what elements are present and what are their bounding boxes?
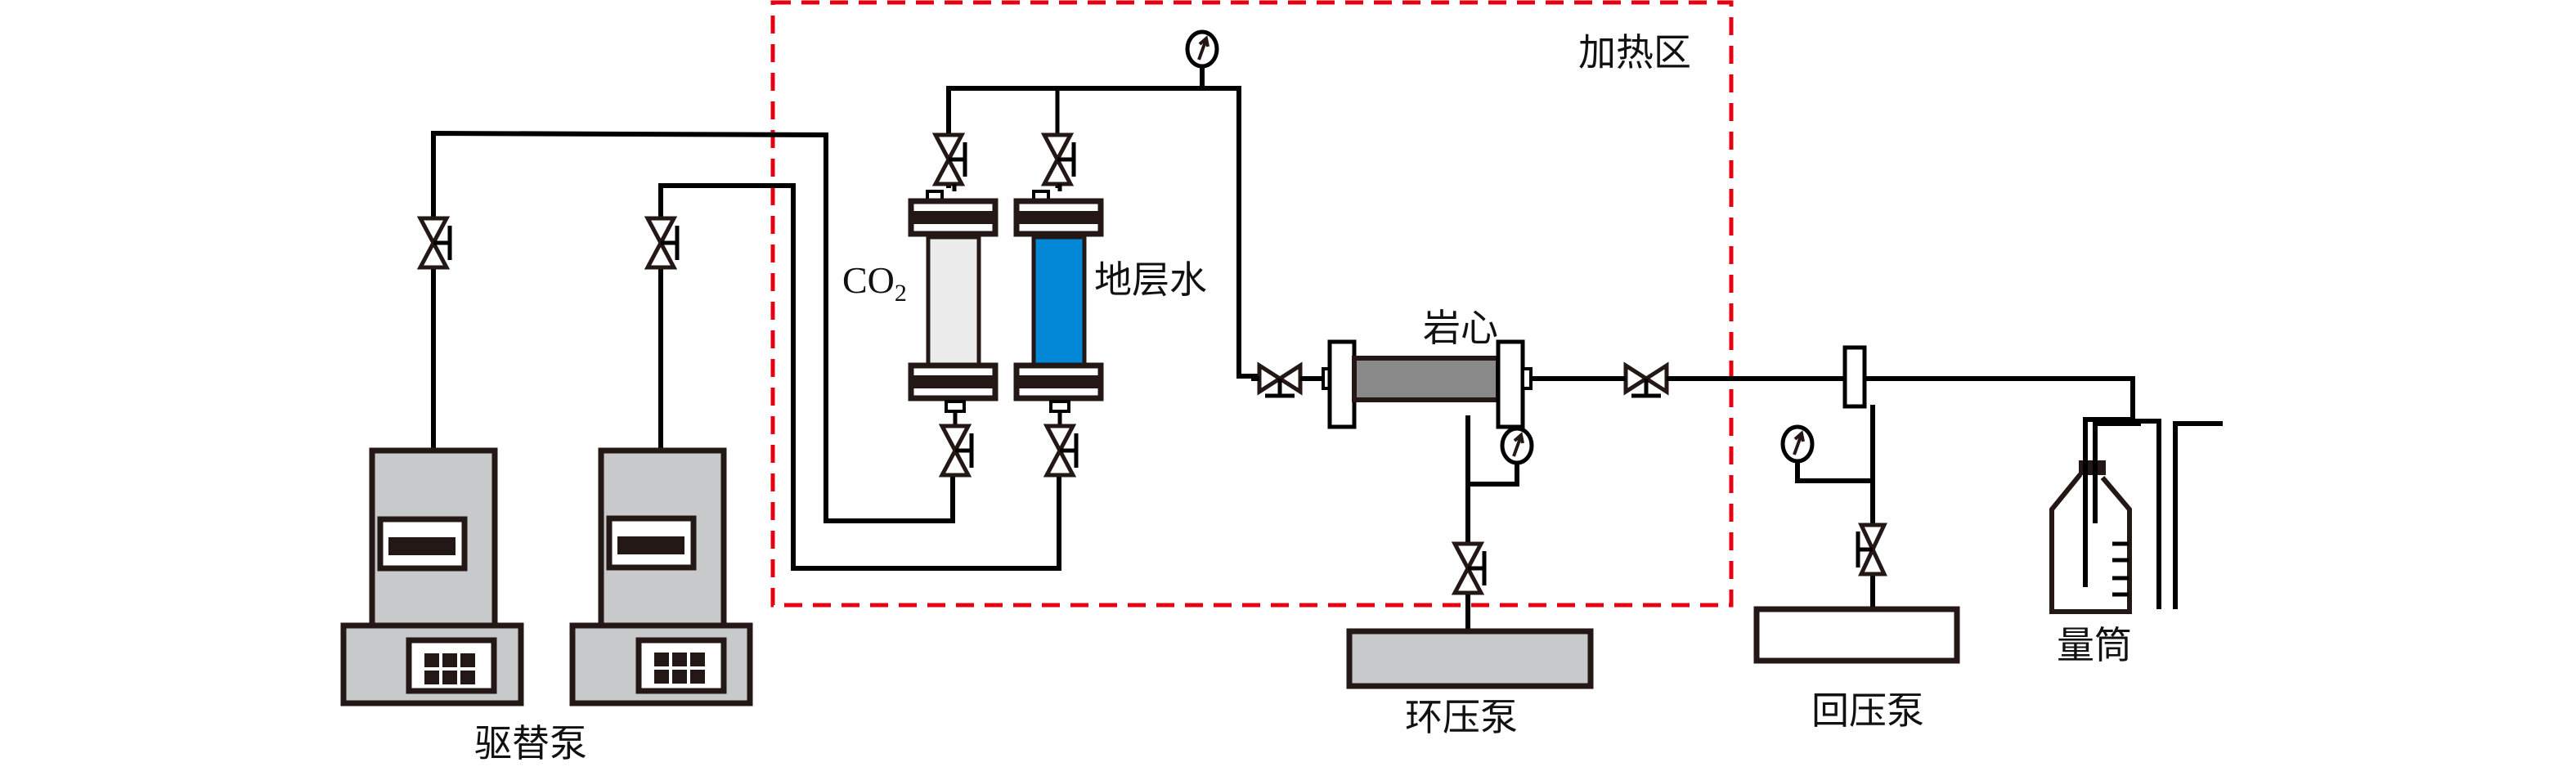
valve-core-inlet[interactable]	[1259, 366, 1300, 396]
valve-co2-top[interactable]	[936, 135, 965, 184]
back-pressure-pump-label: 回压泵	[1811, 689, 1924, 733]
pipe-cylinder-outlet	[2093, 421, 2141, 523]
core-holder	[1322, 339, 1533, 429]
confining-pump-label: 环压泵	[1405, 695, 1518, 739]
displacement-pump-2	[569, 447, 753, 706]
brine-vessel	[1013, 190, 1104, 413]
displacement-pump-1	[340, 447, 524, 706]
brine-label: 地层水	[1094, 258, 1207, 302]
pipe-cylinder-inlet	[2083, 379, 2135, 587]
pressure-gauge-core	[1502, 428, 1532, 463]
displacement-pumps-label: 驱替泵	[474, 721, 587, 765]
back-pressure-regulator	[1842, 345, 1867, 409]
pipe-gauge-core	[1468, 464, 1519, 487]
valve-pump2[interactable]	[648, 218, 677, 267]
graduated-cylinder-label: 量筒	[2057, 623, 2132, 667]
co2-label: CO2	[842, 259, 907, 307]
pipe-cylinder-vent	[2173, 421, 2223, 609]
pipe-gauge-bp	[1795, 462, 1873, 483]
confining-pump	[1346, 628, 1594, 689]
pipe-pump1-co2	[431, 130, 955, 523]
valve-pump1[interactable]	[420, 218, 450, 267]
valve-brine-top[interactable]	[1044, 135, 1074, 184]
co2-vessel	[908, 190, 999, 413]
heating-zone-border	[770, 0, 1734, 608]
valve-core-outlet[interactable]	[1626, 366, 1667, 396]
valve-co2-bottom[interactable]	[942, 426, 972, 475]
back-pressure-pump	[1753, 606, 1960, 664]
heating-zone-label: 加热区	[1578, 30, 1691, 74]
core-label: 岩心	[1423, 306, 1498, 350]
pipe-top-manifold	[946, 86, 1259, 379]
valve-back-pressure[interactable]	[1858, 525, 1884, 574]
graduated-cylinder	[2049, 460, 2132, 614]
pressure-gauge-back-pressure	[1783, 427, 1812, 461]
valve-confining[interactable]	[1455, 544, 1484, 593]
valve-brine-bottom[interactable]	[1047, 426, 1076, 475]
pressure-gauge-inlet	[1187, 32, 1217, 66]
